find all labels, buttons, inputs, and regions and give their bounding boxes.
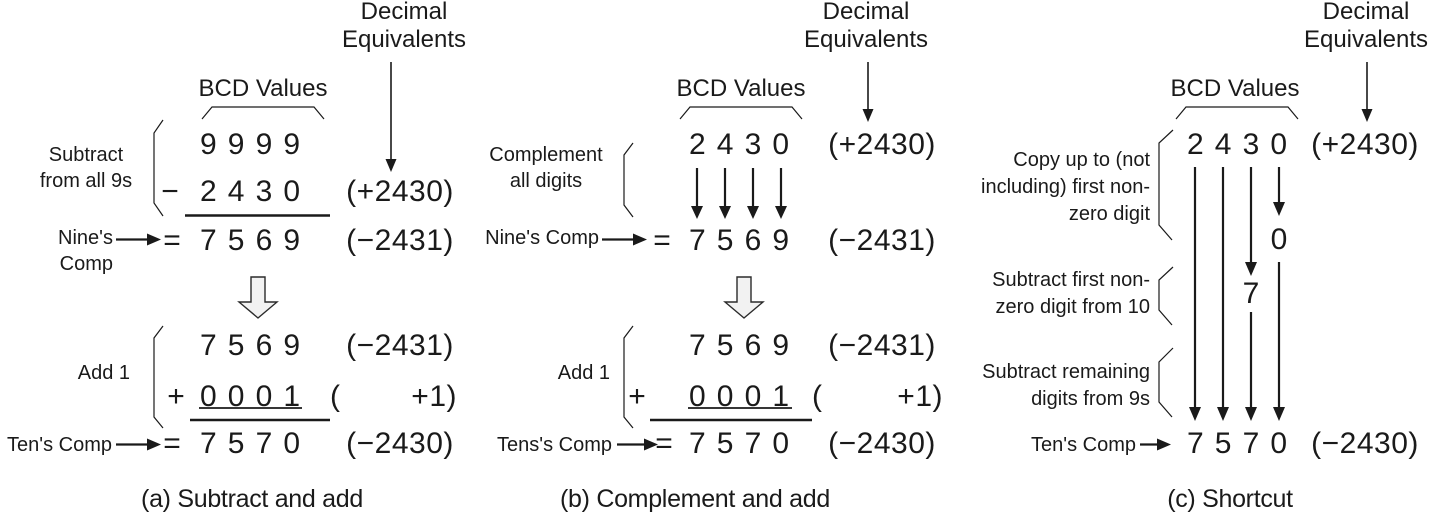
result-row-c: 7570 [1187, 427, 1299, 460]
one-decimal-value-b: +1) [897, 380, 943, 413]
complement-bracket-b [623, 142, 634, 218]
nines-comp-arrowhead-b [633, 233, 647, 246]
digit-arrowhead-c3-lower [1245, 407, 1257, 421]
one-decimal-value-a: +1) [411, 380, 457, 413]
tens-comp-arrowhead-b [644, 438, 658, 451]
ten-minus-digit-c: 7 [1242, 277, 1260, 310]
bcd-values-header-b: BCD Values [676, 75, 806, 102]
plus-sign-b: + [628, 380, 646, 413]
complement-arrowhead-b2 [719, 206, 731, 219]
nines-comp-row-a: 7569 [200, 224, 312, 257]
complement-arrowhead-b4 [775, 206, 787, 219]
value-row-b: 2430 [689, 128, 801, 161]
nines-comp-arrowhead-a [147, 233, 161, 246]
equals-sign-nines-a: = [163, 224, 181, 257]
decimal-equivalents-header-c: Decimal Equivalents [1303, 0, 1429, 53]
value-decimal-b: (+2430) [828, 128, 936, 161]
subtract-bracket-a [153, 119, 164, 217]
subtract-from-nines-label-a: Subtract from all 9s [39, 144, 133, 192]
complement-arrowhead-b3 [747, 206, 759, 219]
value-decimal-c: (+2430) [1311, 128, 1419, 161]
carry-decimal-a: (−2431) [346, 329, 454, 362]
one-row-b: 0001 [689, 380, 801, 413]
digit-arrowhead-c3-upper [1245, 262, 1257, 276]
bcd-values-header-c: BCD Values [1170, 75, 1300, 102]
caption-b: (b) Complement and add [560, 485, 830, 513]
decimal-equivalents-header-b: Decimal Equivalents [803, 0, 929, 53]
tens-comp-row-b: 7570 [689, 427, 801, 460]
decimal-equivalents-arrowhead-b [862, 109, 874, 122]
equals-sign-tens-b: = [655, 427, 673, 460]
decimal-equivalents-arrowhead-a [385, 159, 397, 172]
nines-row-a: 9999 [200, 128, 312, 161]
tens-comp-label-a: Ten's Comp [7, 434, 112, 456]
minus-sign-a: − [161, 175, 179, 208]
decimal-equivalents-header-a: Decimal Equivalents [341, 0, 467, 53]
add-one-label-b: Add 1 [557, 362, 610, 384]
tens-comp-decimal-a: (−2430) [346, 427, 454, 460]
tens-comp-row-a: 7570 [200, 427, 312, 460]
value-row-a: 2430 [200, 175, 312, 208]
caption-c: (c) Shortcut [1167, 485, 1293, 513]
value-row-c: 2430 [1187, 128, 1299, 161]
tens-comp-label-c: Ten's Comp [1031, 434, 1136, 456]
digit-arrowhead-c1 [1189, 407, 1201, 421]
complement-arrowhead-b1 [691, 206, 703, 219]
subtract-ten-label-c: Subtract first non- zero digit from 10 [992, 269, 1150, 318]
copy-label-c: Copy up to (not including) first non- ze… [981, 149, 1150, 225]
tens-comp-arrowhead-c [1157, 438, 1171, 451]
add-one-label-a: Add 1 [77, 362, 130, 384]
add-one-bracket-a [153, 325, 164, 429]
nines-comp-decimal-a: (−2431) [346, 224, 454, 257]
tens-comp-label-b: Tens's Comp [497, 434, 612, 456]
one-decimal-open-paren-b: ( [812, 380, 823, 413]
decimal-equivalents-arrowhead-c [1361, 109, 1373, 122]
carry-decimal-b: (−2431) [828, 329, 936, 362]
carry-row-a: 7569 [200, 329, 312, 362]
subtract-ten-bracket-c [1158, 266, 1174, 326]
equals-sign-tens-a: = [163, 427, 181, 460]
bcd-values-brace-c [1175, 106, 1299, 120]
add-one-bracket-b [623, 325, 634, 429]
nines-comp-label-a: Nine's Comp [58, 227, 113, 275]
nines-comp-decimal-b: (−2431) [828, 224, 936, 257]
result-decimal-c: (−2430) [1311, 427, 1419, 460]
copy-bracket-c [1158, 129, 1174, 241]
complement-all-digits-label-b: Complement all digits [489, 144, 603, 192]
plus-sign-a: + [167, 380, 185, 413]
bcd-values-brace-a [201, 106, 325, 120]
big-down-arrow-b [723, 276, 765, 319]
subtract-nines-label-c: Subtract remaining digits from 9s [982, 361, 1150, 410]
equals-sign-nines-b: = [653, 224, 671, 257]
nines-comp-row-b: 7569 [689, 224, 801, 257]
digit-arrowhead-c2 [1217, 407, 1229, 421]
tens-comp-decimal-b: (−2430) [828, 427, 936, 460]
nines-comp-label-b: Nine's Comp [485, 227, 599, 249]
one-decimal-open-paren-a: ( [330, 380, 341, 413]
carry-row-b: 7569 [689, 329, 801, 362]
one-row-a: 0001 [200, 380, 312, 413]
digit-arrowhead-c4-lower [1273, 407, 1285, 421]
caption-a: (a) Subtract and add [141, 485, 363, 513]
digit-arrowhead-c4-upper [1273, 202, 1285, 216]
tens-comp-arrowhead-a [147, 438, 161, 451]
value-decimal-a: (+2430) [346, 175, 454, 208]
bcd-values-header-a: BCD Values [198, 75, 328, 102]
bcd-values-brace-b [679, 106, 803, 120]
subtract-nines-bracket-c [1158, 347, 1174, 418]
big-down-arrow-a [237, 276, 279, 319]
copied-digit-c: 0 [1270, 223, 1288, 256]
